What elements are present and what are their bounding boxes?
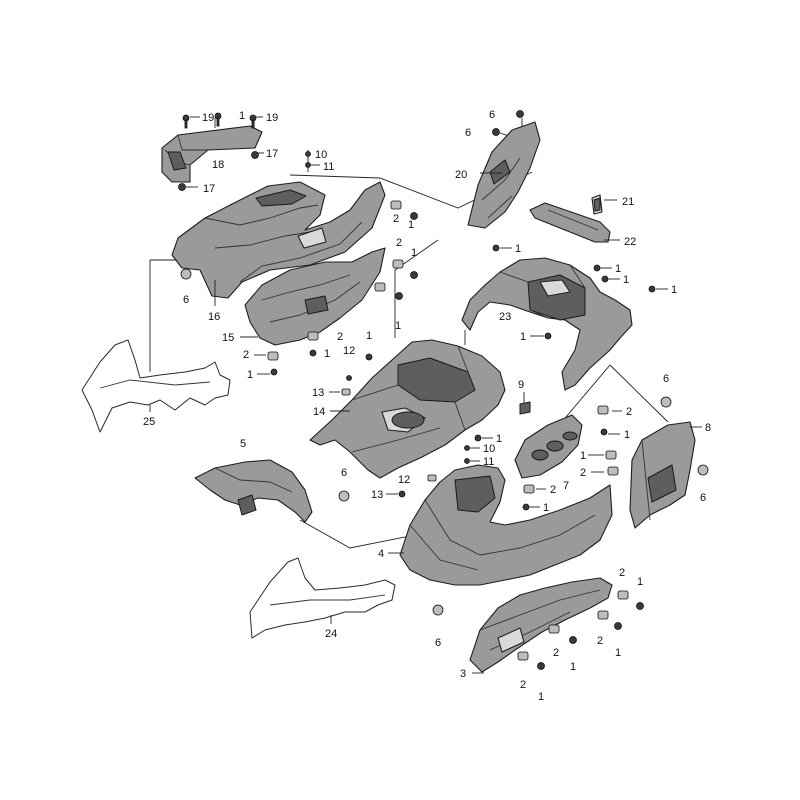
- part-14-main-body: [309, 339, 506, 479]
- callout-4: 4: [378, 548, 384, 560]
- callout-9: 9: [518, 379, 524, 391]
- callout-8: 8: [705, 422, 711, 434]
- callout-1-g: 1: [623, 274, 629, 286]
- callout-1-b: 1: [411, 247, 417, 259]
- callout-1-j: 1: [366, 330, 372, 342]
- part-21-clip: [591, 194, 603, 215]
- callout-2-f: 2: [550, 484, 556, 496]
- callout-12-upper: 12: [343, 345, 355, 357]
- callout-6-bottom: 6: [435, 637, 441, 649]
- callout-17-right: 17: [266, 148, 278, 160]
- part-15-splash-guard: [244, 247, 386, 346]
- callout-1-f: 1: [615, 263, 621, 275]
- callout-13-lower: 13: [371, 489, 383, 501]
- part-16-upper-fender: [171, 181, 386, 299]
- callout-6-top-b: 6: [465, 127, 471, 139]
- callout-24: 24: [325, 628, 337, 640]
- callout-6-left: 6: [183, 294, 189, 306]
- part-9-bracket: [519, 401, 531, 415]
- callout-2-i: 2: [553, 647, 559, 659]
- callout-labels: 19 1 19 18 17 17 10 11 16 6 15 2 1 25 2 …: [143, 109, 711, 703]
- part-24-side-panel: [249, 557, 396, 639]
- callout-1-l: 1: [496, 433, 502, 445]
- callout-10-upper: 10: [315, 149, 327, 161]
- callout-1-o: 1: [637, 576, 643, 588]
- callout-25: 25: [143, 416, 155, 428]
- callout-1-a: 1: [408, 219, 414, 231]
- callout-17-left: 17: [203, 183, 215, 195]
- callout-19-right: 19: [266, 112, 278, 124]
- callout-1-k: 1: [624, 429, 630, 441]
- callout-1-m: 1: [580, 450, 586, 462]
- callout-1-r: 1: [538, 691, 544, 703]
- callout-1-left: 1: [247, 369, 253, 381]
- callout-20: 20: [455, 169, 467, 181]
- callout-11-lower: 11: [483, 456, 494, 468]
- callout-18: 18: [212, 159, 224, 171]
- callout-6-right-a: 6: [663, 373, 669, 385]
- callout-14: 14: [313, 406, 325, 418]
- callout-2-e: 2: [580, 467, 586, 479]
- part-4-rear-fender: [399, 464, 613, 586]
- callout-1-c: 1: [395, 320, 401, 332]
- callout-1-n: 1: [543, 502, 549, 514]
- callout-1-i: 1: [520, 331, 526, 343]
- callout-2-a: 2: [393, 213, 399, 225]
- callout-21: 21: [622, 196, 634, 208]
- part-5-fender-shell: [194, 459, 313, 523]
- fasteners: [178, 110, 709, 670]
- callout-6-mid: 6: [341, 467, 347, 479]
- callout-15: 15: [222, 332, 234, 344]
- callout-13-upper: 13: [312, 387, 324, 399]
- callout-2-c: 2: [337, 331, 343, 343]
- callout-6-right-b: 6: [700, 492, 706, 504]
- part-7-console: [514, 414, 583, 479]
- callout-6-top-a: 6: [489, 109, 495, 121]
- callout-2-g: 2: [619, 567, 625, 579]
- callout-19-left: 19: [202, 112, 214, 124]
- part-25-side-panel: [81, 339, 231, 433]
- part-18-bracket: [161, 125, 263, 183]
- callout-22: 22: [624, 236, 636, 248]
- callout-23: 23: [499, 311, 511, 323]
- part-20-mud-flap: [467, 121, 541, 229]
- callout-1-p: 1: [615, 647, 621, 659]
- callout-1-q: 1: [570, 661, 576, 673]
- callout-7: 7: [563, 480, 569, 492]
- callout-5: 5: [240, 438, 246, 450]
- callout-12-lower: 12: [398, 474, 410, 486]
- callout-16: 16: [208, 311, 220, 323]
- callout-1-d: 1: [324, 348, 330, 360]
- part-22-tray-cover: [529, 202, 611, 243]
- callout-2-left: 2: [243, 349, 249, 361]
- part-3-lower-guard: [469, 577, 613, 673]
- callout-11-upper: 11: [323, 161, 334, 173]
- callout-2-d: 2: [626, 406, 632, 418]
- callout-1-e: 1: [515, 243, 521, 255]
- callout-10-lower: 10: [483, 443, 495, 455]
- callout-2-j: 2: [520, 679, 526, 691]
- callout-2-h: 2: [597, 635, 603, 647]
- part-8-side-panel: [629, 421, 696, 529]
- callout-ticks: [149, 116, 702, 674]
- callout-1-top: 1: [239, 110, 245, 122]
- callout-2-b: 2: [396, 237, 402, 249]
- part-23-storage-housing: [461, 257, 633, 391]
- callout-1-h: 1: [671, 284, 677, 296]
- callout-3: 3: [460, 668, 466, 680]
